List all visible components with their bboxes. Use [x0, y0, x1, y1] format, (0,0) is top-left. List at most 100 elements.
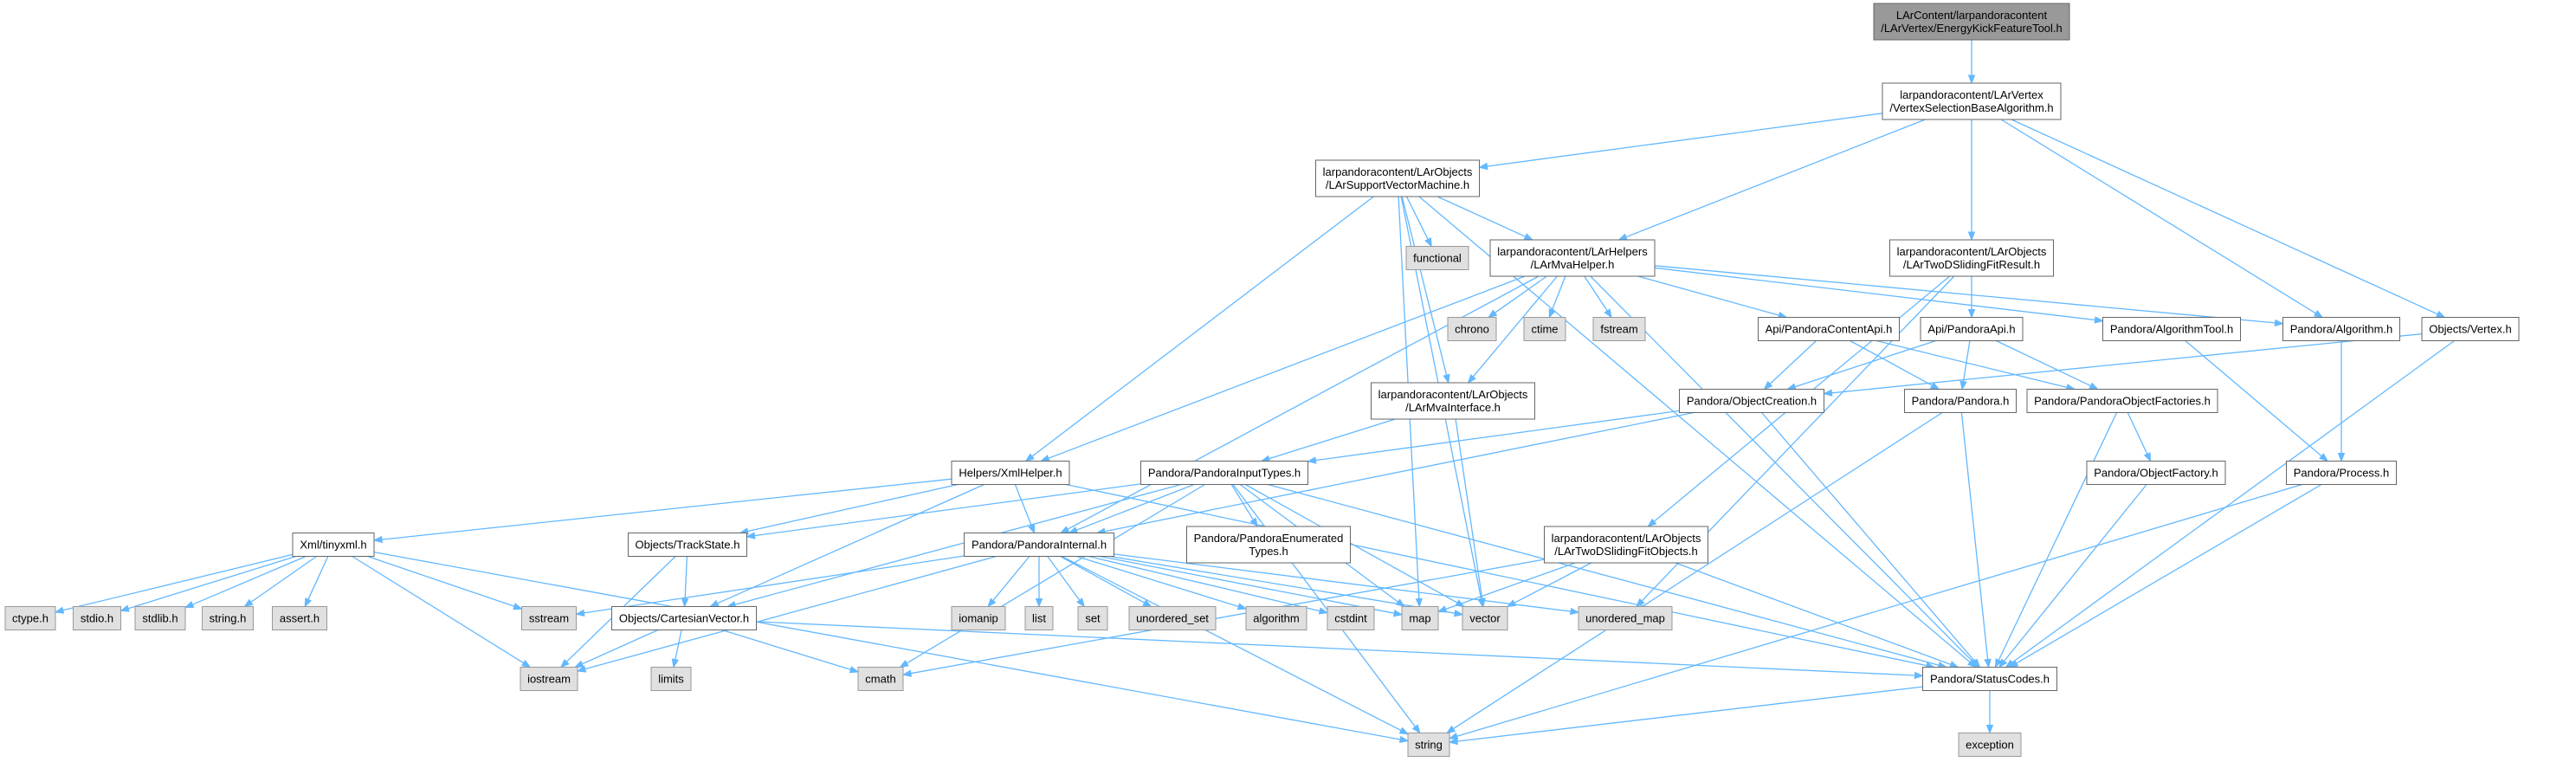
- node-box: [1958, 733, 2022, 757]
- edge-vertex-to-objcreation: [1823, 333, 2423, 397]
- node-helpers-xmlhelper-h[interactable]: Helpers/XmlHelper.h: [951, 461, 1070, 485]
- node-label: /VertexSelectionBaseAlgorithm.h: [1889, 101, 2053, 114]
- edge-statuscodes-to-string: [1448, 686, 1923, 746]
- node-pandora-process-h[interactable]: Pandora/Process.h: [2286, 461, 2397, 485]
- node-box: [1245, 606, 1307, 630]
- edge-tinyxml-to-stdio: [119, 555, 296, 612]
- edge-mvahelper-to-fstream: [1584, 275, 1612, 319]
- node-box: [1592, 317, 1646, 341]
- node-box: [73, 606, 121, 630]
- edge-inputtypes-to-statuscodes: [1267, 483, 1948, 669]
- node-box: [520, 667, 578, 691]
- node-label: Pandora/ObjectFactory.h: [2094, 467, 2218, 480]
- node-box: [2086, 461, 2226, 485]
- node-label: Pandora/StatusCodes.h: [1930, 673, 2050, 686]
- node-objects-trackstate-h[interactable]: Objects/TrackState.h: [628, 533, 747, 557]
- node-pandora-pandoraobjectfactories-h[interactable]: Pandora/PandoraObjectFactories.h: [2026, 389, 2218, 413]
- node-label: larpandoracontent/LArVertex: [1900, 88, 2043, 101]
- node-label: larpandoracontent/LArObjects: [1378, 388, 1528, 401]
- node-box: [1489, 239, 1656, 277]
- node-label: /LArMvaHelper.h: [1531, 258, 1615, 271]
- node-box: [628, 533, 747, 557]
- node-box: [1024, 606, 1054, 630]
- node-label: cmath: [865, 673, 895, 686]
- node-pandora-pandorainternal-h[interactable]: Pandora/PandoraInternal.h: [964, 533, 1114, 557]
- node-box: [857, 667, 904, 691]
- edge-mvahelper-to-algtool: [1654, 267, 2104, 324]
- node-box: [272, 606, 327, 630]
- node-label: Pandora/ObjectCreation.h: [1687, 395, 1817, 408]
- node-pandora-pandora-h[interactable]: Pandora/Pandora.h: [1904, 389, 2017, 413]
- node-label: Api/PandoraContentApi.h: [1766, 323, 1893, 336]
- edge-tinyxml-to-assert: [304, 556, 329, 608]
- edge-svm-to-xmlhelper: [1024, 196, 1374, 462]
- edge-tinyxml-to-stringh: [243, 555, 317, 608]
- edge-pcapi-to-pandora: [1850, 339, 1940, 391]
- node-label: Pandora/Pandora.h: [1912, 395, 2010, 408]
- edge-pofactories-to-objfactory: [2127, 412, 2152, 462]
- edge-alg-to-process: [2337, 340, 2346, 462]
- node-algorithm: algorithm: [1245, 606, 1307, 630]
- node-box: [611, 606, 757, 630]
- node-larpandoracontent-larvertex-vertexselectionbasealgorithm-h[interactable]: larpandoracontent/LArVertex/VertexSelect…: [1882, 82, 2062, 120]
- node-label: larpandoracontent/LArHelpers: [1497, 245, 1648, 258]
- node-larcontent-larpandoracontent-larvertex-energykickfeaturetool-h[interactable]: LArContent/larpandoracontent/LArVertex/E…: [1873, 3, 2070, 41]
- node-larpandoracontent-larobjects-larsupportvectormachine-h[interactable]: larpandoracontent/LArObjects/LArSupportV…: [1315, 159, 1480, 197]
- node-objects-cartesianvector-h[interactable]: Objects/CartesianVector.h: [611, 606, 757, 630]
- node-api-pandoraapi-h[interactable]: Api/PandoraApi.h: [1920, 317, 2024, 341]
- node-box: [4, 606, 56, 630]
- node-pandora-algorithmtool-h[interactable]: Pandora/AlgorithmTool.h: [2102, 317, 2241, 341]
- edge-twodfitobj-to-cmath: [901, 559, 1545, 677]
- node-label: Helpers/XmlHelper.h: [959, 467, 1062, 480]
- node-larpandoracontent-larobjects-larmvainterface-h[interactable]: larpandoracontent/LArObjects/LArMvaInter…: [1371, 382, 1535, 420]
- node-pandora-objectcreation-h[interactable]: Pandora/ObjectCreation.h: [1679, 389, 1824, 413]
- node-label: Pandora/PandoraEnumerated: [1194, 532, 1344, 545]
- edge-tinyxml-to-string: [373, 551, 1410, 744]
- node-label: assert.h: [280, 612, 320, 625]
- edge-pinternal-to-umap: [1114, 553, 1580, 616]
- edge-process-to-statuscodes: [2008, 483, 2322, 668]
- node-label: stdio.h: [81, 612, 113, 625]
- node-label: ctime: [1531, 323, 1558, 336]
- node-xml-tinyxml-h[interactable]: Xml/tinyxml.h: [292, 533, 375, 557]
- node-label: unordered_map: [1585, 612, 1665, 625]
- node-box: [1315, 159, 1480, 197]
- edge-pcapi-to-objcreation: [1763, 340, 1817, 391]
- edge-algtool-to-process: [2185, 340, 2329, 462]
- node-api-pandoracontentapi-h[interactable]: Api/PandoraContentApi.h: [1758, 317, 1900, 341]
- node-pandora-objectfactory-h[interactable]: Pandora/ObjectFactory.h: [2086, 461, 2226, 485]
- node-larpandoracontent-larhelpers-larmvahelper-h[interactable]: larpandoracontent/LArHelpers/LArMvaHelpe…: [1489, 239, 1656, 277]
- edge-vsba-to-svm: [1478, 113, 1883, 171]
- node-pandora-algorithm-h[interactable]: Pandora/Algorithm.h: [2282, 317, 2400, 341]
- edge-trackstate-to-cartvec: [681, 556, 689, 608]
- node-functional: functional: [1405, 246, 1469, 270]
- edge-objcreation-to-inputtypes: [1307, 410, 1680, 464]
- node-label: iostream: [527, 673, 571, 686]
- node-list: list: [1024, 606, 1054, 630]
- edge-mvahelper-to-alg: [1654, 265, 2284, 327]
- node-box: [1758, 317, 1900, 341]
- edge-twodfitobj-to-map: [1436, 562, 1576, 613]
- edge-process-to-string: [1448, 483, 2302, 740]
- node-label: Pandora/PandoraInternal.h: [972, 539, 1107, 552]
- edge-vsba-to-mvahelper: [1617, 119, 1926, 241]
- node-larpandoracontent-larobjects-lartwodslidingfitresult-h[interactable]: larpandoracontent/LArObjects/LArTwoDSlid…: [1889, 239, 2054, 277]
- node-label: Objects/TrackState.h: [636, 539, 740, 552]
- node-box: [1327, 606, 1375, 630]
- node-objects-vertex-h[interactable]: Objects/Vertex.h: [2421, 317, 2520, 341]
- node-box: [1140, 461, 1308, 485]
- edge-layer: [54, 40, 2455, 746]
- node-label: sstream: [529, 612, 569, 625]
- node-stdio-h: stdio.h: [73, 606, 121, 630]
- node-ctime: ctime: [1523, 317, 1566, 341]
- edge-svm-to-functional: [1405, 196, 1432, 248]
- node-label: iomanip: [959, 612, 998, 625]
- edge-pinternal-to-sstream: [575, 555, 965, 617]
- node-box: [1447, 317, 1497, 341]
- node-pandora-statuscodes-h[interactable]: Pandora/StatusCodes.h: [1922, 667, 2057, 691]
- node-pandora-pandorainputtypes-h[interactable]: Pandora/PandoraInputTypes.h: [1140, 461, 1308, 485]
- node-label: Xml/tinyxml.h: [300, 539, 366, 552]
- node-larpandoracontent-larobjects-lartwodslidingfitobjects-h[interactable]: larpandoracontent/LArObjects/LArTwoDSlid…: [1544, 526, 1708, 564]
